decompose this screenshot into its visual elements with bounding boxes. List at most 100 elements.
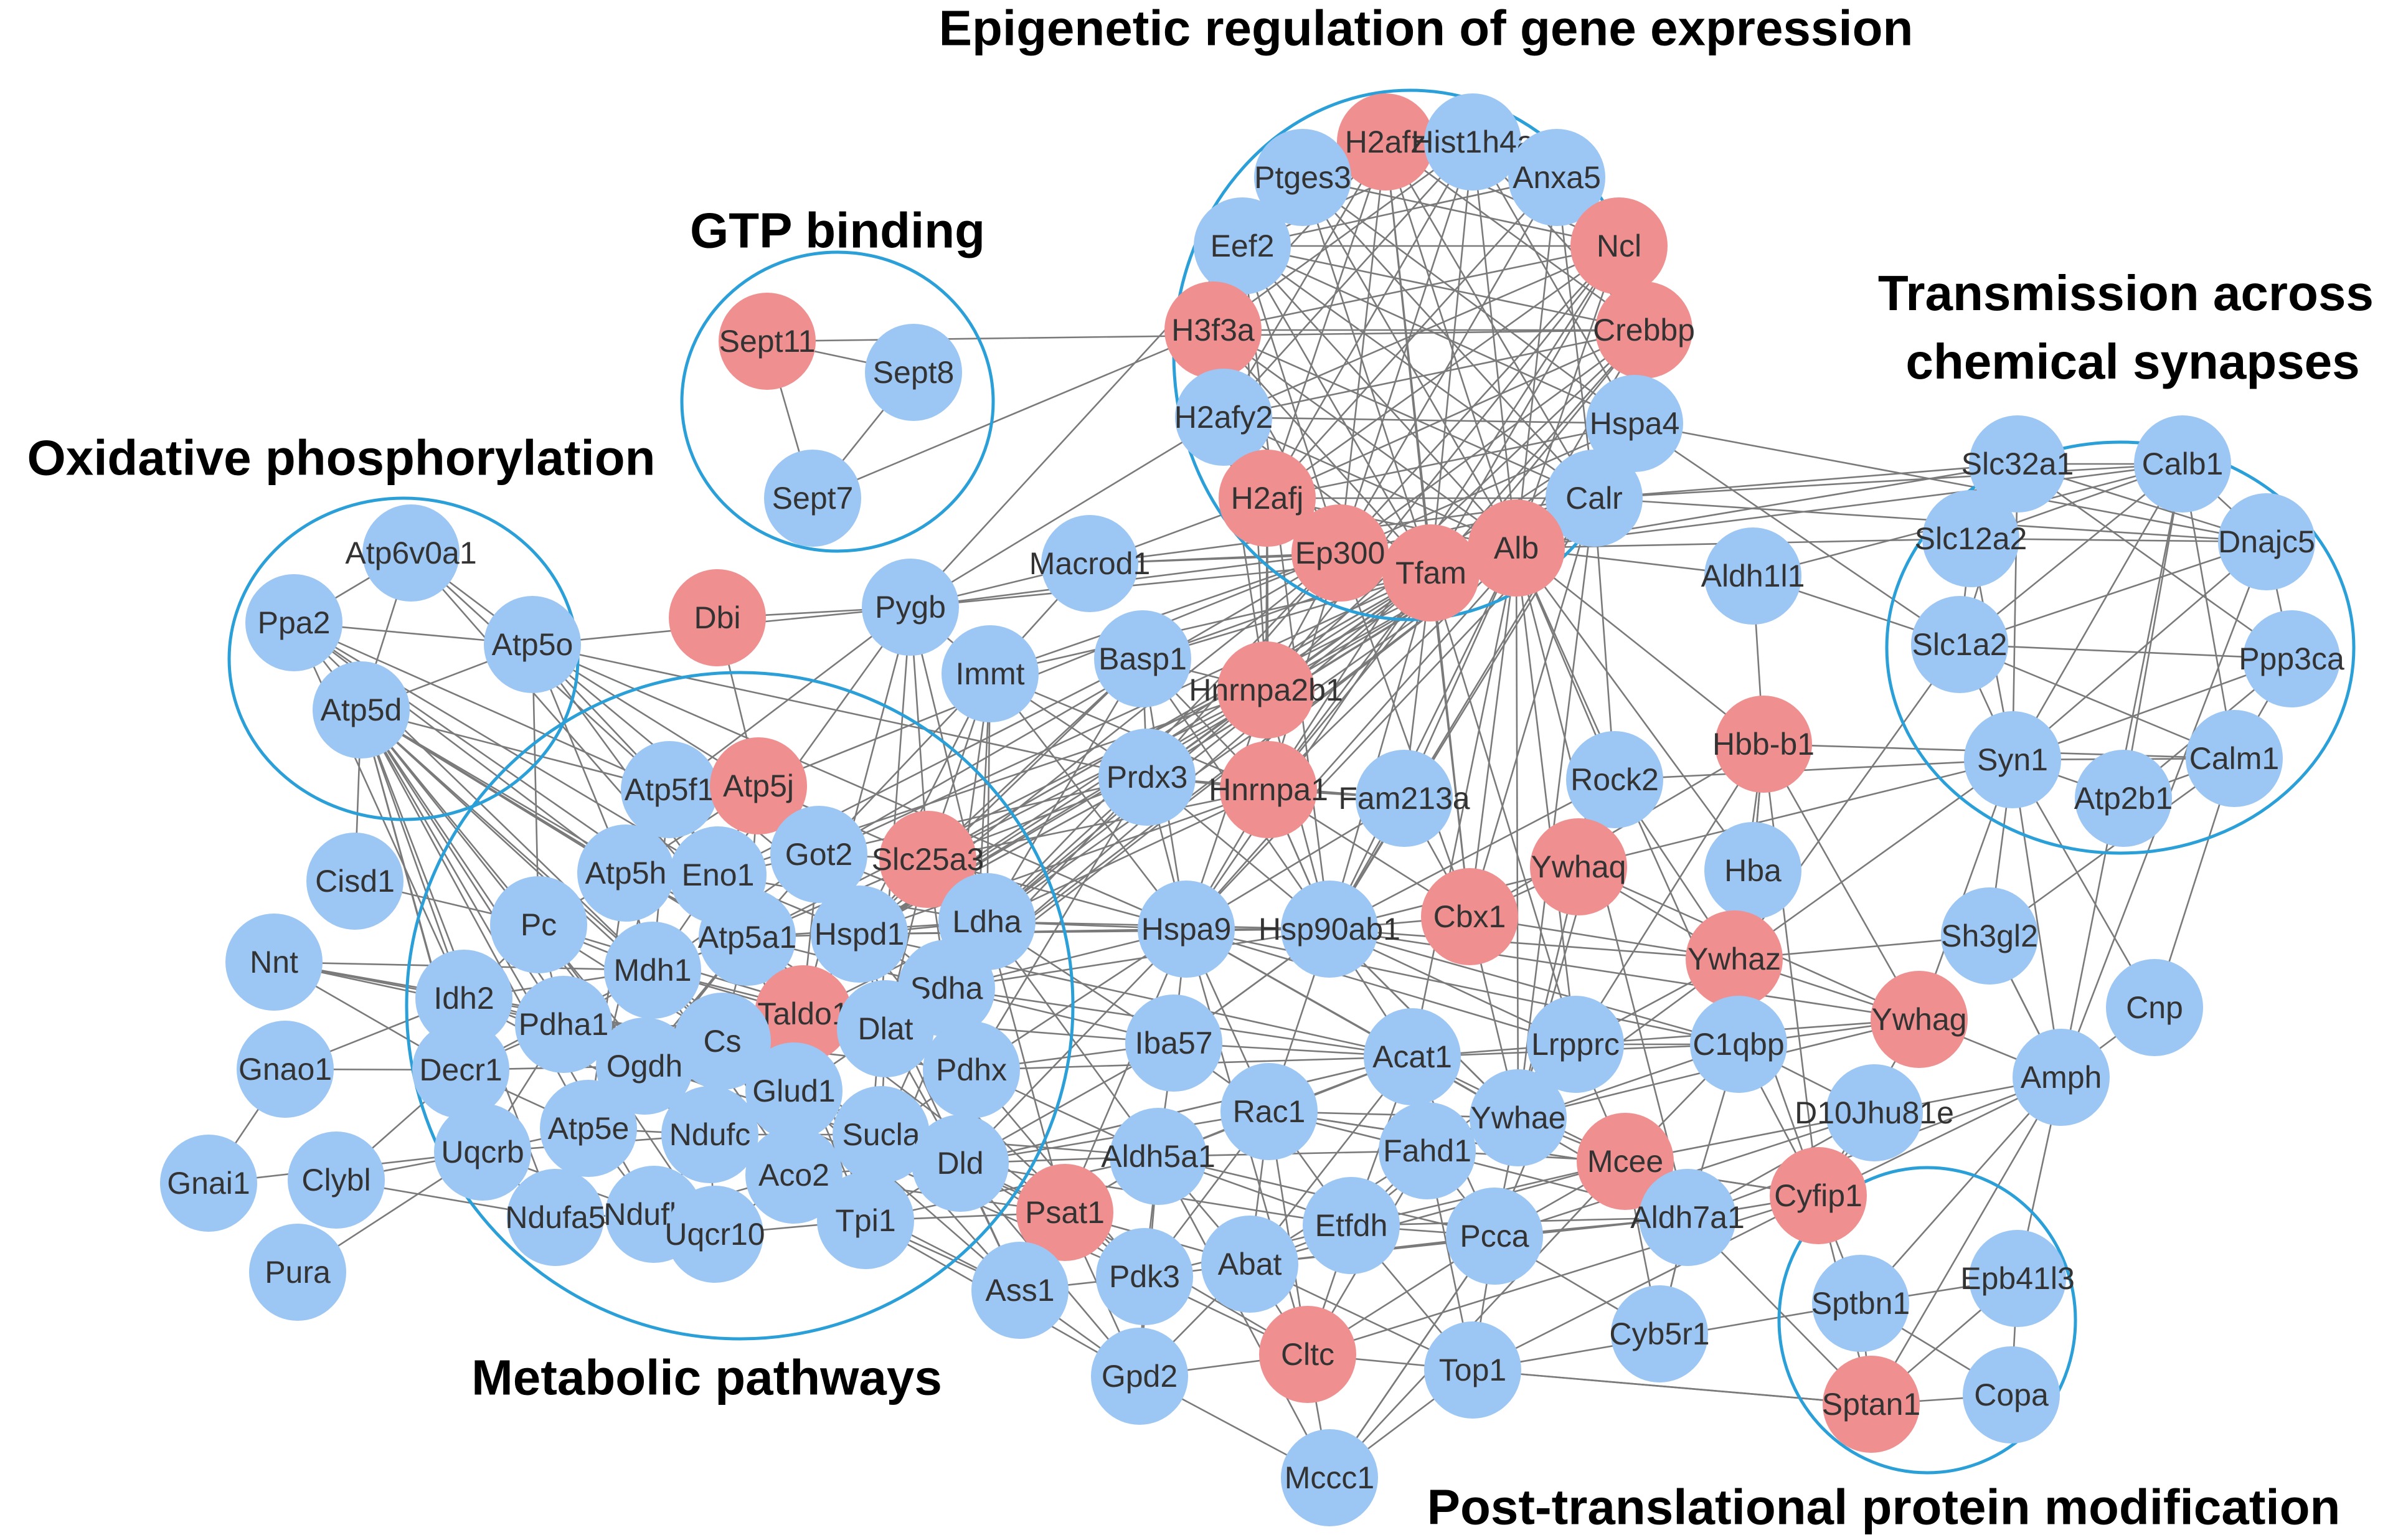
- node-Acat1[interactable]: Acat1: [1364, 1008, 1461, 1105]
- node-Nnt[interactable]: Nnt: [225, 914, 323, 1011]
- node-Aldh5a1[interactable]: Aldh5a1: [1101, 1108, 1216, 1205]
- node-Mccc1[interactable]: Mccc1: [1281, 1429, 1378, 1526]
- node-Dbi[interactable]: Dbi: [669, 569, 766, 666]
- node-Hba[interactable]: Hba: [1704, 822, 1801, 919]
- node-Eef2[interactable]: Eef2: [1194, 197, 1291, 295]
- node-Atp5e[interactable]: Atp5e: [540, 1080, 637, 1177]
- node-Aldh7a1[interactable]: Aldh7a1: [1630, 1169, 1745, 1266]
- node-Glud1[interactable]: Glud1: [745, 1042, 843, 1140]
- node-Dlat[interactable]: Dlat: [837, 980, 934, 1077]
- node-Hspa9[interactable]: Hspa9: [1138, 881, 1235, 978]
- node-Uqcr10[interactable]: Uqcr10: [664, 1186, 765, 1283]
- node-Slc1a2[interactable]: Slc1a2: [1911, 596, 2008, 693]
- node-Ep300[interactable]: Ep300: [1291, 504, 1389, 602]
- node-Anxa5[interactable]: Anxa5: [1508, 129, 1605, 226]
- node-Ywhaz[interactable]: Ywhaz: [1686, 910, 1783, 1008]
- node-Hspa4[interactable]: Hspa4: [1586, 375, 1683, 472]
- node-Ywhae[interactable]: Ywhae: [1470, 1069, 1567, 1166]
- node-Slc25a3[interactable]: Slc25a3: [872, 811, 984, 908]
- node-H2afy2[interactable]: H2afy2: [1174, 369, 1273, 466]
- node-Ptges3[interactable]: Ptges3: [1254, 129, 1351, 226]
- node-Mcee[interactable]: Mcee: [1577, 1113, 1674, 1210]
- node-Pcca[interactable]: Pcca: [1446, 1188, 1543, 1285]
- node-Rock2[interactable]: Rock2: [1566, 731, 1663, 828]
- node-Atp5j[interactable]: Atp5j: [710, 737, 807, 834]
- node-Psat1[interactable]: Psat1: [1016, 1164, 1113, 1261]
- node-Dld[interactable]: Dld: [912, 1115, 1009, 1212]
- node-Abat[interactable]: Abat: [1201, 1216, 1298, 1313]
- node-Gnai1[interactable]: Gnai1: [160, 1135, 257, 1232]
- node-Sept8[interactable]: Sept8: [865, 324, 962, 421]
- node-Calb1[interactable]: Calb1: [2134, 415, 2231, 513]
- node-Hist1h4a[interactable]: Hist1h4a: [1411, 93, 1534, 191]
- node-Alb[interactable]: Alb: [1468, 499, 1565, 597]
- node-Rac1[interactable]: Rac1: [1220, 1063, 1318, 1160]
- node-Sucla[interactable]: Sucla: [833, 1086, 930, 1183]
- node-Etfdh[interactable]: Etfdh: [1303, 1177, 1400, 1274]
- node-Syn1[interactable]: Syn1: [1964, 711, 2061, 808]
- node-Atp6v0a1[interactable]: Atp6v0a1: [345, 504, 477, 602]
- node-Hsp90ab1[interactable]: Hsp90ab1: [1258, 881, 1400, 978]
- node-H2afz[interactable]: H2afz: [1337, 93, 1434, 191]
- node-Cyb5r1[interactable]: Cyb5r1: [1609, 1285, 1710, 1382]
- node-Epb41l3[interactable]: Epb41l3: [1960, 1230, 2075, 1327]
- node-H3f3a[interactable]: H3f3a: [1164, 281, 1262, 379]
- node-Top1[interactable]: Top1: [1424, 1321, 1521, 1419]
- node-Iba57[interactable]: Iba57: [1125, 994, 1222, 1092]
- node-Pc[interactable]: Pc: [490, 876, 587, 973]
- node-Pdk3[interactable]: Pdk3: [1096, 1228, 1193, 1325]
- node-Mdh1[interactable]: Mdh1: [604, 922, 701, 1019]
- node-Ywhag[interactable]: Ywhag: [1871, 971, 1968, 1068]
- node-Hnrnpa2b1[interactable]: Hnrnpa2b1: [1189, 641, 1343, 739]
- node-Ndufc[interactable]: Ndufc: [661, 1086, 758, 1183]
- node-Atp2b1[interactable]: Atp2b1: [2074, 750, 2173, 847]
- node-Sept7[interactable]: Sept7: [764, 450, 861, 547]
- node-Slc32a1[interactable]: Slc32a1: [1961, 415, 2074, 513]
- node-Sept11[interactable]: Sept11: [719, 293, 816, 390]
- node-Cyfip1[interactable]: Cyfip1: [1770, 1147, 1867, 1244]
- node-Sptbn1[interactable]: Sptbn1: [1811, 1255, 1910, 1352]
- node-Ywhaq[interactable]: Ywhaq: [1530, 818, 1627, 915]
- node-Gnao1[interactable]: Gnao1: [237, 1021, 334, 1118]
- node-Hspd1[interactable]: Hspd1: [811, 886, 908, 983]
- node-Atp5f1[interactable]: Atp5f1: [621, 741, 718, 838]
- node-Sptan1[interactable]: Sptan1: [1822, 1356, 1920, 1453]
- node-Dnajc5[interactable]: Dnajc5: [2218, 493, 2315, 590]
- node-Fahd1[interactable]: Fahd1: [1379, 1102, 1476, 1199]
- node-Ppa2[interactable]: Ppa2: [245, 574, 342, 671]
- node-Sh3gl2[interactable]: Sh3gl2: [1941, 887, 2038, 985]
- node-Clybl[interactable]: Clybl: [288, 1131, 385, 1229]
- node-Ass1[interactable]: Ass1: [971, 1242, 1069, 1339]
- node-Got2[interactable]: Got2: [770, 806, 867, 903]
- node-Tpi1[interactable]: Tpi1: [817, 1172, 914, 1269]
- node-Pura[interactable]: Pura: [249, 1224, 346, 1321]
- node-Basp1[interactable]: Basp1: [1094, 610, 1191, 707]
- node-Pdhx[interactable]: Pdhx: [923, 1021, 1020, 1118]
- node-Tfam[interactable]: Tfam: [1382, 524, 1480, 621]
- node-Copa[interactable]: Copa: [1963, 1346, 2060, 1443]
- node-Calm1[interactable]: Calm1: [2186, 710, 2283, 807]
- node-Pdha1[interactable]: Pdha1: [515, 976, 612, 1073]
- node-Slc12a2[interactable]: Slc12a2: [1915, 490, 2027, 587]
- node-C1qbp[interactable]: C1qbp: [1690, 996, 1787, 1093]
- node-Macrod1[interactable]: Macrod1: [1029, 515, 1151, 612]
- node-Hbb-b1[interactable]: Hbb-b1: [1712, 696, 1815, 793]
- node-Pygb[interactable]: Pygb: [862, 559, 959, 656]
- node-Atp5h[interactable]: Atp5h: [577, 824, 674, 922]
- node-Cbx1[interactable]: Cbx1: [1421, 868, 1518, 965]
- node-Taldo1[interactable]: Taldo1: [755, 965, 852, 1062]
- node-Hnrnpa1[interactable]: Hnrnpa1: [1209, 741, 1328, 838]
- node-Prdx3[interactable]: Prdx3: [1098, 729, 1196, 826]
- node-Cltc[interactable]: Cltc: [1259, 1306, 1356, 1403]
- node-Atp5a1[interactable]: Atp5a1: [698, 889, 796, 986]
- node-H2afj[interactable]: H2afj: [1219, 450, 1316, 547]
- node-Atp5d[interactable]: Atp5d: [313, 661, 410, 758]
- node-Immt[interactable]: Immt: [942, 625, 1039, 722]
- node-Idh2[interactable]: Idh2: [415, 950, 512, 1047]
- node-Aldh1l1[interactable]: Aldh1l1: [1701, 527, 1805, 625]
- node-Calr[interactable]: Calr: [1546, 450, 1643, 547]
- node-Atp5o[interactable]: Atp5o: [484, 596, 581, 693]
- node-D10Jhu81e[interactable]: D10Jhu81e: [1795, 1064, 1954, 1161]
- node-Fam213a[interactable]: Fam213a: [1338, 750, 1470, 847]
- node-Uqcrb[interactable]: Uqcrb: [434, 1103, 531, 1201]
